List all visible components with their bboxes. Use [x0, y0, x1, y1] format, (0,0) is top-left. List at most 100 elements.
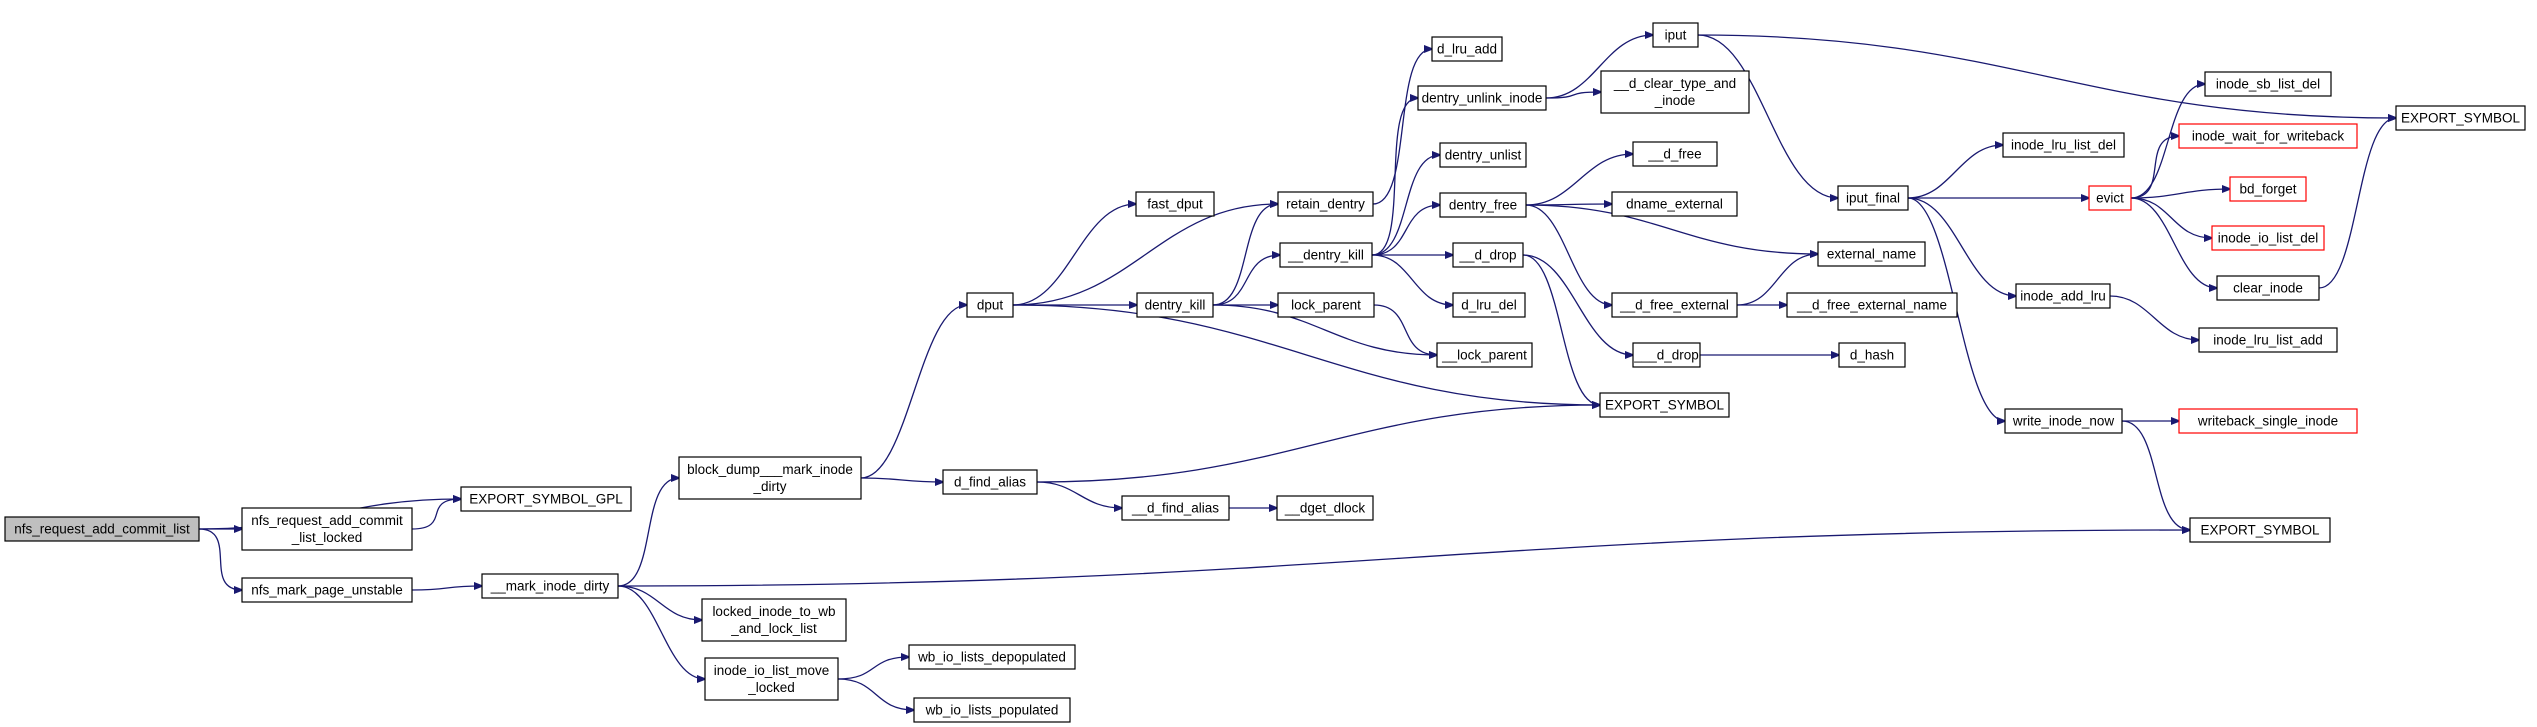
edge-mark-inode-dirty-to-inode-io-list-move-locked [617, 585, 705, 679]
node-label: _inode [1654, 93, 1696, 108]
node-d-free-external-name[interactable]: __d_free_external_name [1786, 292, 1958, 318]
node-nfs-request-add-commit-list-locked[interactable]: nfs_request_add_commit_list_locked [241, 507, 413, 551]
node-label: iput [1665, 28, 1687, 43]
node-label: __mark_inode_dirty [490, 579, 610, 594]
node-clear-inode[interactable]: clear_inode [2216, 275, 2320, 301]
node-d-find-alias[interactable]: d_find_alias [942, 469, 1038, 495]
node-iput-final[interactable]: iput_final [1837, 185, 1909, 211]
node-box [1431, 36, 1503, 62]
node-iput[interactable]: iput [1652, 22, 1699, 48]
node-label: d_hash [1850, 348, 1894, 363]
node-box [2004, 408, 2123, 434]
edge-dput-to-fast-dput [1012, 204, 1136, 306]
node-writeback-single-inode[interactable]: writeback_single_inode [2178, 408, 2358, 434]
node-inode-io-list-del[interactable]: inode_io_list_del [2211, 225, 2325, 251]
edge-dentry-kill-to-dentry-kill [1212, 255, 1280, 306]
node-inode-lru-list-del[interactable]: inode_lru_list_del [2002, 132, 2125, 158]
edge-d-free-external-to-external-name [1736, 254, 1818, 306]
node-d-clear-type-and-inode[interactable]: __d_clear_type_and_inode [1600, 70, 1750, 114]
node-dentry-kill[interactable]: dentry_kill [1136, 292, 1214, 318]
node-bd-forget[interactable]: bd_forget [2229, 176, 2307, 202]
node-label: d_lru_del [1461, 298, 1517, 313]
node-external-name[interactable]: external_name [1817, 241, 1926, 267]
node-fast-dput[interactable]: fast_dput [1135, 191, 1215, 217]
node-dentry-free[interactable]: dentry_free [1439, 192, 1527, 218]
edge-nfs-request-add-commit-list-locked-to-export-symbol-gpl [411, 499, 461, 530]
node-box [2178, 123, 2358, 149]
node-d-find-alias[interactable]: __d_find_alias [1121, 495, 1230, 521]
node-d-lru-del[interactable]: d_lru_del [1452, 292, 1526, 318]
node-box [704, 657, 839, 701]
node-inode-add-lru[interactable]: inode_add_lru [2015, 283, 2111, 309]
node-label: wb_io_lists_depopulated [917, 650, 1066, 665]
node-d-free[interactable]: __d_free [1632, 141, 1718, 167]
node-box [2088, 185, 2132, 211]
edge-block-dump-mark-inode-dirty-to-dput [860, 305, 967, 479]
node-dentry-kill[interactable]: __dentry_kill [1279, 242, 1373, 268]
node-export-symbol-gpl[interactable]: EXPORT_SYMBOL_GPL [460, 486, 632, 512]
node-box [2204, 71, 2332, 97]
node-box [1599, 392, 1730, 418]
node-export-symbol[interactable]: EXPORT_SYMBOL [2189, 517, 2331, 543]
node-dname-external[interactable]: dname_external [1611, 191, 1738, 217]
node-d-drop[interactable]: ___d_drop [1632, 342, 1701, 368]
node-export-symbol[interactable]: EXPORT_SYMBOL [2395, 105, 2526, 131]
node-inode-lru-list-add[interactable]: inode_lru_list_add [2198, 327, 2338, 353]
node-d-hash[interactable]: d_hash [1838, 342, 1906, 368]
node-block-dump-mark-inode-dirty[interactable]: block_dump___mark_inode_dirty [678, 456, 862, 500]
node-label: wb_io_lists_populated [925, 703, 1059, 718]
node-label: dput [977, 298, 1004, 313]
node-lock-parent[interactable]: __lock_parent [1436, 342, 1533, 368]
edge-d-find-alias-to-d-find-alias [1036, 481, 1122, 508]
edge-dentry-free-to-external-name [1525, 204, 1818, 254]
node-dentry-unlist[interactable]: dentry_unlist [1439, 142, 1527, 168]
node-label: _and_lock_list [730, 621, 817, 636]
node-wb-io-lists-depopulated[interactable]: wb_io_lists_depopulated [908, 644, 1076, 670]
edge-dentry-kill-to-dentry-unlink-inode [1371, 98, 1418, 256]
node-box [4, 516, 200, 542]
node-label: dentry_free [1449, 198, 1517, 213]
edge-evict-to-inode-io-list-del [2130, 197, 2212, 238]
node-retain-dentry[interactable]: retain_dentry [1277, 191, 1374, 217]
node-box [1837, 185, 1909, 211]
node-evict[interactable]: evict [2088, 185, 2132, 211]
node-wb-io-lists-populated[interactable]: wb_io_lists_populated [913, 697, 1071, 723]
node-label: __dget_dlock [1284, 501, 1366, 516]
node-write-inode-now[interactable]: write_inode_now [2004, 408, 2123, 434]
node-d-lru-add[interactable]: d_lru_add [1431, 36, 1503, 62]
node-inode-wait-for-writeback[interactable]: inode_wait_for_writeback [2178, 123, 2358, 149]
node-nfs-request-add-commit-list[interactable]: nfs_request_add_commit_list [4, 516, 200, 542]
node-label: inode_add_lru [2020, 289, 2106, 304]
node-d-free-external[interactable]: __d_free_external [1611, 292, 1738, 318]
node-label: inode_lru_list_del [2011, 138, 2116, 153]
edge-evict-to-clear-inode [2130, 197, 2217, 288]
edge-iput-to-export-symbol [1697, 34, 2396, 118]
node-dentry-unlink-inode[interactable]: dentry_unlink_inode [1417, 85, 1547, 111]
node-box [2395, 105, 2526, 131]
node-box [2229, 176, 2307, 202]
node-dput[interactable]: dput [966, 292, 1014, 318]
node-label: external_name [1827, 247, 1916, 262]
node-label: __d_drop [1458, 248, 1516, 263]
edge-dentry-kill-to-dentry-unlist [1371, 155, 1440, 256]
node-box [913, 697, 1071, 723]
node-inode-sb-list-del[interactable]: inode_sb_list_del [2204, 71, 2332, 97]
node-lock-parent[interactable]: lock_parent [1277, 292, 1375, 318]
node-box [1632, 141, 1718, 167]
node-nfs-mark-page-unstable[interactable]: nfs_mark_page_unstable [241, 577, 413, 603]
node-locked-inode-to-wb-and-lock-list[interactable]: locked_inode_to_wb_and_lock_list [701, 598, 847, 642]
node-d-drop[interactable]: __d_drop [1452, 242, 1524, 268]
node-label: block_dump___mark_inode [687, 462, 853, 477]
node-label: _list_locked [291, 530, 363, 545]
node-mark-inode-dirty[interactable]: __mark_inode_dirty [481, 573, 619, 599]
edge-evict-to-inode-sb-list-del [2130, 84, 2205, 199]
node-export-symbol[interactable]: EXPORT_SYMBOL [1599, 392, 1730, 418]
node-dget-dlock[interactable]: __dget_dlock [1276, 495, 1374, 521]
node-box [2189, 517, 2331, 543]
node-label: EXPORT_SYMBOL [1605, 398, 1725, 413]
node-box [1277, 292, 1375, 318]
node-box [1439, 142, 1527, 168]
node-box [701, 598, 847, 642]
node-inode-io-list-move-locked[interactable]: inode_io_list_move_locked [704, 657, 839, 701]
node-box [1135, 191, 1215, 217]
